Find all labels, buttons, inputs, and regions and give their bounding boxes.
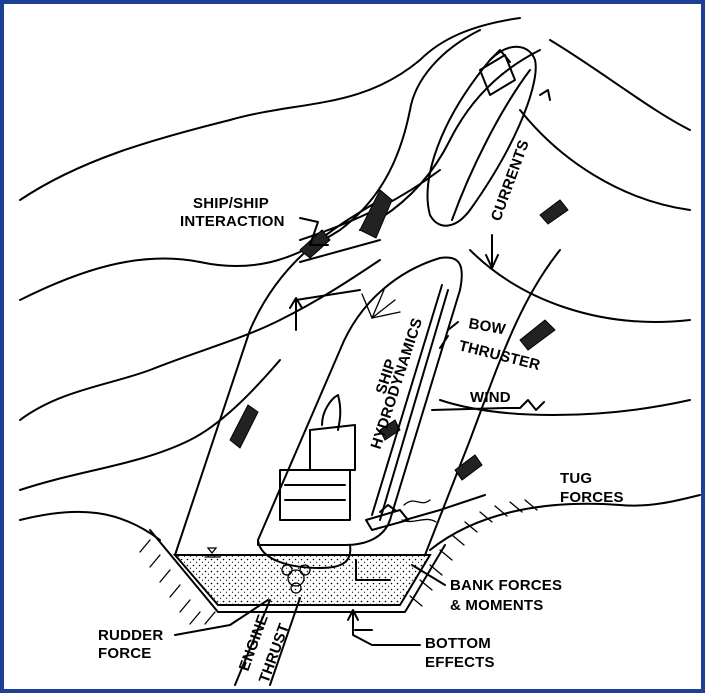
label-bottom-2: EFFECTS [425,654,495,671]
other-ship [426,45,537,227]
arrows [174,89,551,686]
label-bank-1: BANK FORCES [450,577,562,594]
label-rudder-2: FORCE [98,645,152,662]
main-ship [257,256,463,594]
ship-forces-diagram: SHIP/SHIP INTERACTION CURRENTS SHIP HYDR… [19,17,701,686]
label-currents: CURRENTS [488,138,533,224]
label-bow: BOW [467,315,507,338]
label-wind: WIND [470,389,511,406]
propeller-icon [281,564,311,594]
label-ship-ship-2: INTERACTION [180,213,285,230]
label-tug-1: TUG [560,470,592,487]
label-bank-2: & MOMENTS [450,597,543,614]
label-ship-ship-1: SHIP/SHIP [193,195,269,212]
label-rudder-1: RUDDER [98,627,163,644]
label-bottom-1: BOTTOM [425,635,491,652]
rock-hatches [229,189,569,481]
terrain-lines [19,17,701,556]
bow-spray [361,289,401,319]
label-tug-2: FORCES [560,489,624,506]
canal-cross-section [139,499,538,625]
